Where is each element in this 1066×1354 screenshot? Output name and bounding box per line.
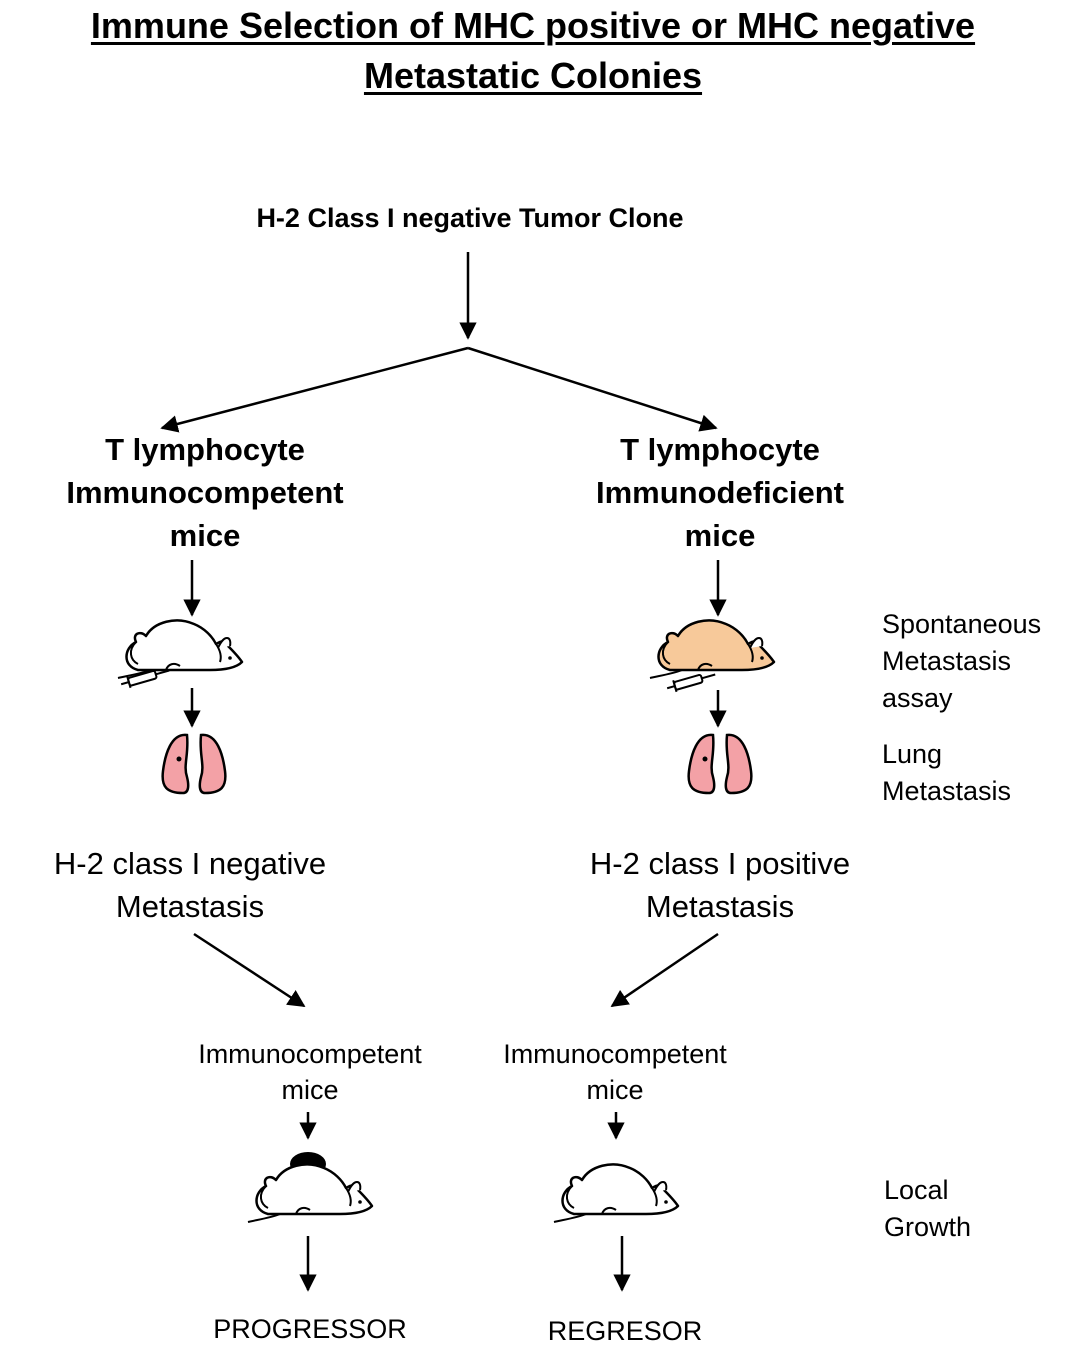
root-node-label: H-2 Class I negative Tumor Clone bbox=[256, 203, 684, 233]
diagram-title-line2: Metastatic Colonies bbox=[363, 55, 703, 96]
right-metastasis-label: H-2 class I positive Metastasis bbox=[510, 842, 930, 928]
right-recipient-line2: mice bbox=[586, 1075, 644, 1105]
lung-side-label: Lung Metastasis bbox=[882, 736, 1011, 810]
right-split-arrow bbox=[467, 346, 718, 432]
right-converge-arrow bbox=[610, 932, 719, 1008]
lung-icon bbox=[687, 733, 753, 795]
mouse-icon bbox=[116, 619, 244, 680]
right-branch-heading: T lymphocyte Immunodeficient mice bbox=[530, 428, 910, 557]
lung-label-line2: Metastasis bbox=[882, 776, 1012, 806]
left-metastasis-line2: Metastasis bbox=[115, 889, 265, 924]
left-metastasis-label: H-2 class I negative Metastasis bbox=[0, 842, 400, 928]
mouse-icon bbox=[648, 619, 776, 680]
mouse-icon bbox=[246, 1163, 374, 1224]
diagram-title-line1: Immune Selection of MHC positive or MHC … bbox=[90, 5, 976, 46]
mouse-icon bbox=[552, 1163, 680, 1224]
growth-side-label: Local Growth bbox=[884, 1172, 971, 1246]
assay-label-line2: Metastasis bbox=[882, 646, 1012, 676]
growth-label-line1: Local bbox=[884, 1175, 949, 1205]
lung-icon bbox=[161, 733, 227, 795]
left-branch-line2: Immunocompetent bbox=[66, 475, 344, 510]
left-branch-line3: mice bbox=[169, 518, 241, 553]
left-converge-arrow bbox=[193, 932, 306, 1008]
right-recipient-line1: Immunocompetent bbox=[503, 1039, 727, 1069]
right-recipient-label: Immunocompetent mice bbox=[470, 1036, 760, 1108]
right-metastasis-line2: Metastasis bbox=[645, 889, 795, 924]
right-branch-line2: Immunodeficient bbox=[595, 475, 844, 510]
left-recipient-line1: Immunocompetent bbox=[198, 1039, 422, 1069]
right-outcome-label: REGRESOR bbox=[547, 1316, 703, 1346]
left-split-arrow bbox=[160, 346, 469, 433]
left-branch-heading: T lymphocyte Immunocompetent mice bbox=[15, 428, 395, 557]
left-recipient-label: Immunocompetent mice bbox=[165, 1036, 455, 1108]
growth-label-line2: Growth bbox=[884, 1212, 972, 1242]
right-metastasis-line1: H-2 class I positive bbox=[589, 846, 851, 881]
assay-label-line3: assay bbox=[882, 683, 953, 713]
left-outcome-label: PROGRESSOR bbox=[213, 1314, 407, 1344]
left-branch-line1: T lymphocyte bbox=[105, 432, 305, 467]
lung-label-line1: Lung bbox=[882, 739, 943, 769]
right-branch-line1: T lymphocyte bbox=[620, 432, 820, 467]
assay-side-label: Spontaneous Metastasis assay bbox=[882, 606, 1041, 717]
left-recipient-line2: mice bbox=[281, 1075, 339, 1105]
right-branch-line3: mice bbox=[684, 518, 756, 553]
assay-label-line1: Spontaneous bbox=[882, 609, 1042, 639]
left-metastasis-line1: H-2 class I negative bbox=[53, 846, 327, 881]
